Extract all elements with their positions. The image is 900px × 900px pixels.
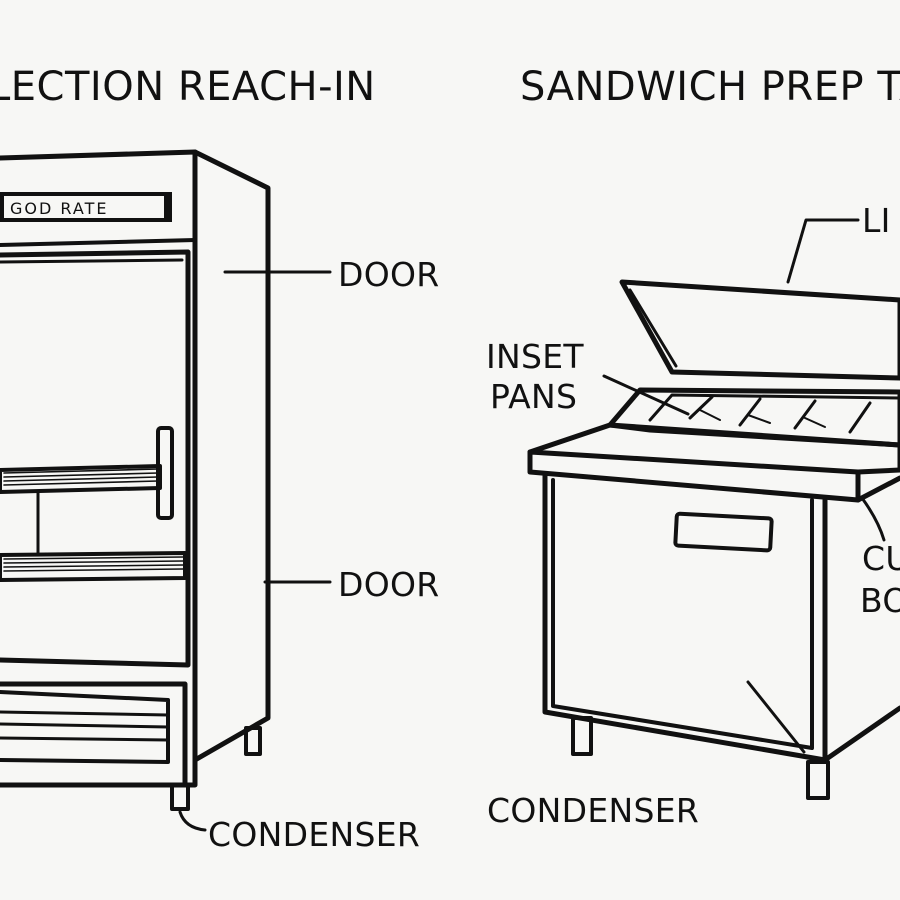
door-handle	[156, 426, 174, 520]
inset-pans-leader	[602, 374, 690, 416]
door-upper-label: DOOR	[338, 255, 440, 294]
cutting-board-label-line2: BO	[860, 581, 900, 620]
rear-leg	[244, 726, 262, 756]
inset-pans-label-line2: PANS	[490, 377, 577, 416]
left-condenser-label: CONDENSER	[208, 815, 420, 854]
cutting-board-label-line1: CU	[862, 539, 900, 578]
prep-cabinet-side	[822, 705, 900, 763]
inset-pans-label-line1: INSET	[486, 337, 584, 376]
lid-leader	[786, 218, 860, 284]
condenser-leader	[178, 810, 207, 832]
cabinet-front	[0, 149, 198, 788]
door-lower-label: DOOR	[338, 565, 440, 604]
right-condenser-label: CONDENSER	[487, 791, 699, 830]
door-frame	[0, 249, 191, 668]
prep-door-handle	[673, 511, 774, 553]
open-lid	[619, 279, 900, 381]
front-leg	[170, 783, 190, 811]
header-band	[0, 238, 197, 247]
nameplate-text: GOD RATE	[10, 199, 108, 218]
lower-shelf	[0, 551, 187, 582]
cutting-board-top	[527, 422, 900, 475]
prep-leg-left	[571, 716, 593, 756]
reach-in-refrigerator: LECTION REACH-IN GOD RATE	[0, 64, 440, 854]
prep-cabinet-front	[542, 471, 828, 763]
prep-leg-right	[806, 760, 830, 800]
prep-table-title: SANDWICH PREP TA	[520, 64, 900, 110]
lid-label: LI	[862, 201, 891, 240]
reach-in-title: LECTION REACH-IN	[0, 64, 376, 110]
upper-shelf	[0, 464, 162, 494]
inset-pans	[648, 393, 900, 434]
condenser-grille	[0, 681, 188, 788]
sandwich-prep-table: SANDWICH PREP TA LI INSET PA	[486, 64, 900, 830]
prep-condenser-leader	[746, 680, 806, 754]
cabinet-side	[192, 149, 271, 763]
cutting-board	[527, 449, 861, 503]
cutting-board-leader	[860, 496, 886, 542]
